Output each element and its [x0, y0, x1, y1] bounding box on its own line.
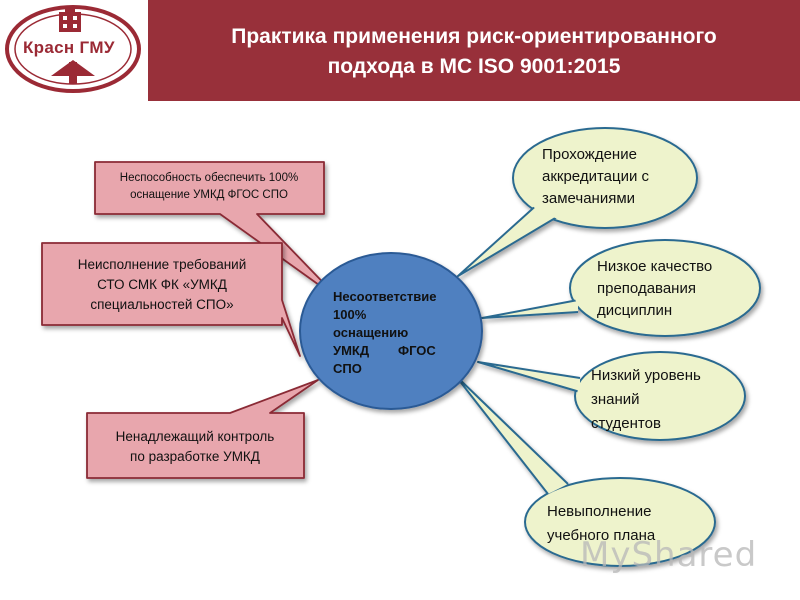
title-line-1: Практика применения риск-ориентированног… — [231, 25, 717, 48]
effect-callout-4 — [454, 374, 716, 567]
cause-2-line-3: специальностей СПО» — [90, 297, 234, 312]
cause-callout-2 — [41, 242, 301, 357]
center-line-4: УМКД ФГОС — [333, 343, 436, 358]
effect-callout-1 — [457, 127, 698, 277]
effect-label-2: Низкое качество преподавания дисциплин — [597, 256, 757, 322]
effect-2-line-3: дисциплин — [597, 302, 673, 319]
effect-callout-2 — [481, 239, 761, 337]
center-line-1: Несоответствие — [333, 289, 437, 304]
effect-3-line-2: знаний — [591, 391, 640, 408]
cause-2-line-1: Неисполнение требований — [77, 257, 247, 272]
effect-1-line-1: Прохождение — [542, 146, 637, 163]
center-line-3: оснащению — [333, 325, 409, 340]
cause-callout-1 — [94, 161, 341, 301]
cause-1-line-1: Неспособность обеспечить 100% — [119, 172, 299, 184]
center-line-2: 100% — [333, 307, 367, 322]
page-title: Практика применения риск-ориентированног… — [148, 22, 800, 82]
title-line-2: подхода в МС ISO 9001:2015 — [327, 55, 621, 78]
slide-header: Красн ГМУ Практика применения риск-ориен… — [0, 0, 800, 101]
central-problem — [299, 252, 483, 410]
center-line-5: СПО — [333, 361, 362, 376]
effect-label-3: Низкий уровень знаний студентов — [591, 364, 741, 436]
cause-label-3: Ненадлежащий контроль по разработке УМКД — [92, 427, 298, 467]
effect-label-1: Прохождение аккредитации с замечаниями — [542, 144, 692, 210]
effect-1-line-2: аккредитации с — [542, 168, 650, 185]
effect-3-line-3: студентов — [591, 415, 661, 432]
cause-1-line-2: оснащение УМКД ФГОС СПО — [130, 189, 288, 201]
logo-emblem-icon — [5, 5, 141, 93]
effect-callout-3 — [477, 351, 746, 441]
cause-2-line-2: СТО СМК ФК «УМКД — [97, 277, 227, 292]
header-band — [148, 0, 800, 101]
effect-4-line-2: учебного плана — [547, 527, 656, 544]
effect-2-line-1: Низкое качество — [597, 258, 713, 275]
cause-3-line-2: по разработке УМКД — [130, 449, 260, 464]
effect-4-line-1: Невыполнение — [547, 503, 652, 520]
effect-3-line-1: Низкий уровень — [591, 367, 701, 384]
cause-label-1: Неспособность обеспечить 100% оснащение … — [100, 170, 318, 204]
effect-label-4: Невыполнение учебного плана — [547, 500, 707, 548]
effect-1-line-3: замечаниями — [542, 190, 636, 207]
watermark: MyShared — [580, 535, 758, 575]
central-problem-label: Несоответствие 100% оснащению УМКД ФГОС … — [333, 288, 463, 378]
logo-text: Красн ГМУ — [23, 38, 115, 57]
cause-callout-3 — [86, 379, 319, 479]
university-logo: Красн ГМУ — [3, 2, 143, 96]
effect-2-line-2: преподавания — [597, 280, 696, 297]
cause-3-line-1: Ненадлежащий контроль — [115, 429, 275, 444]
cause-label-2: Неисполнение требований СТО СМК ФК «УМКД… — [48, 255, 276, 315]
